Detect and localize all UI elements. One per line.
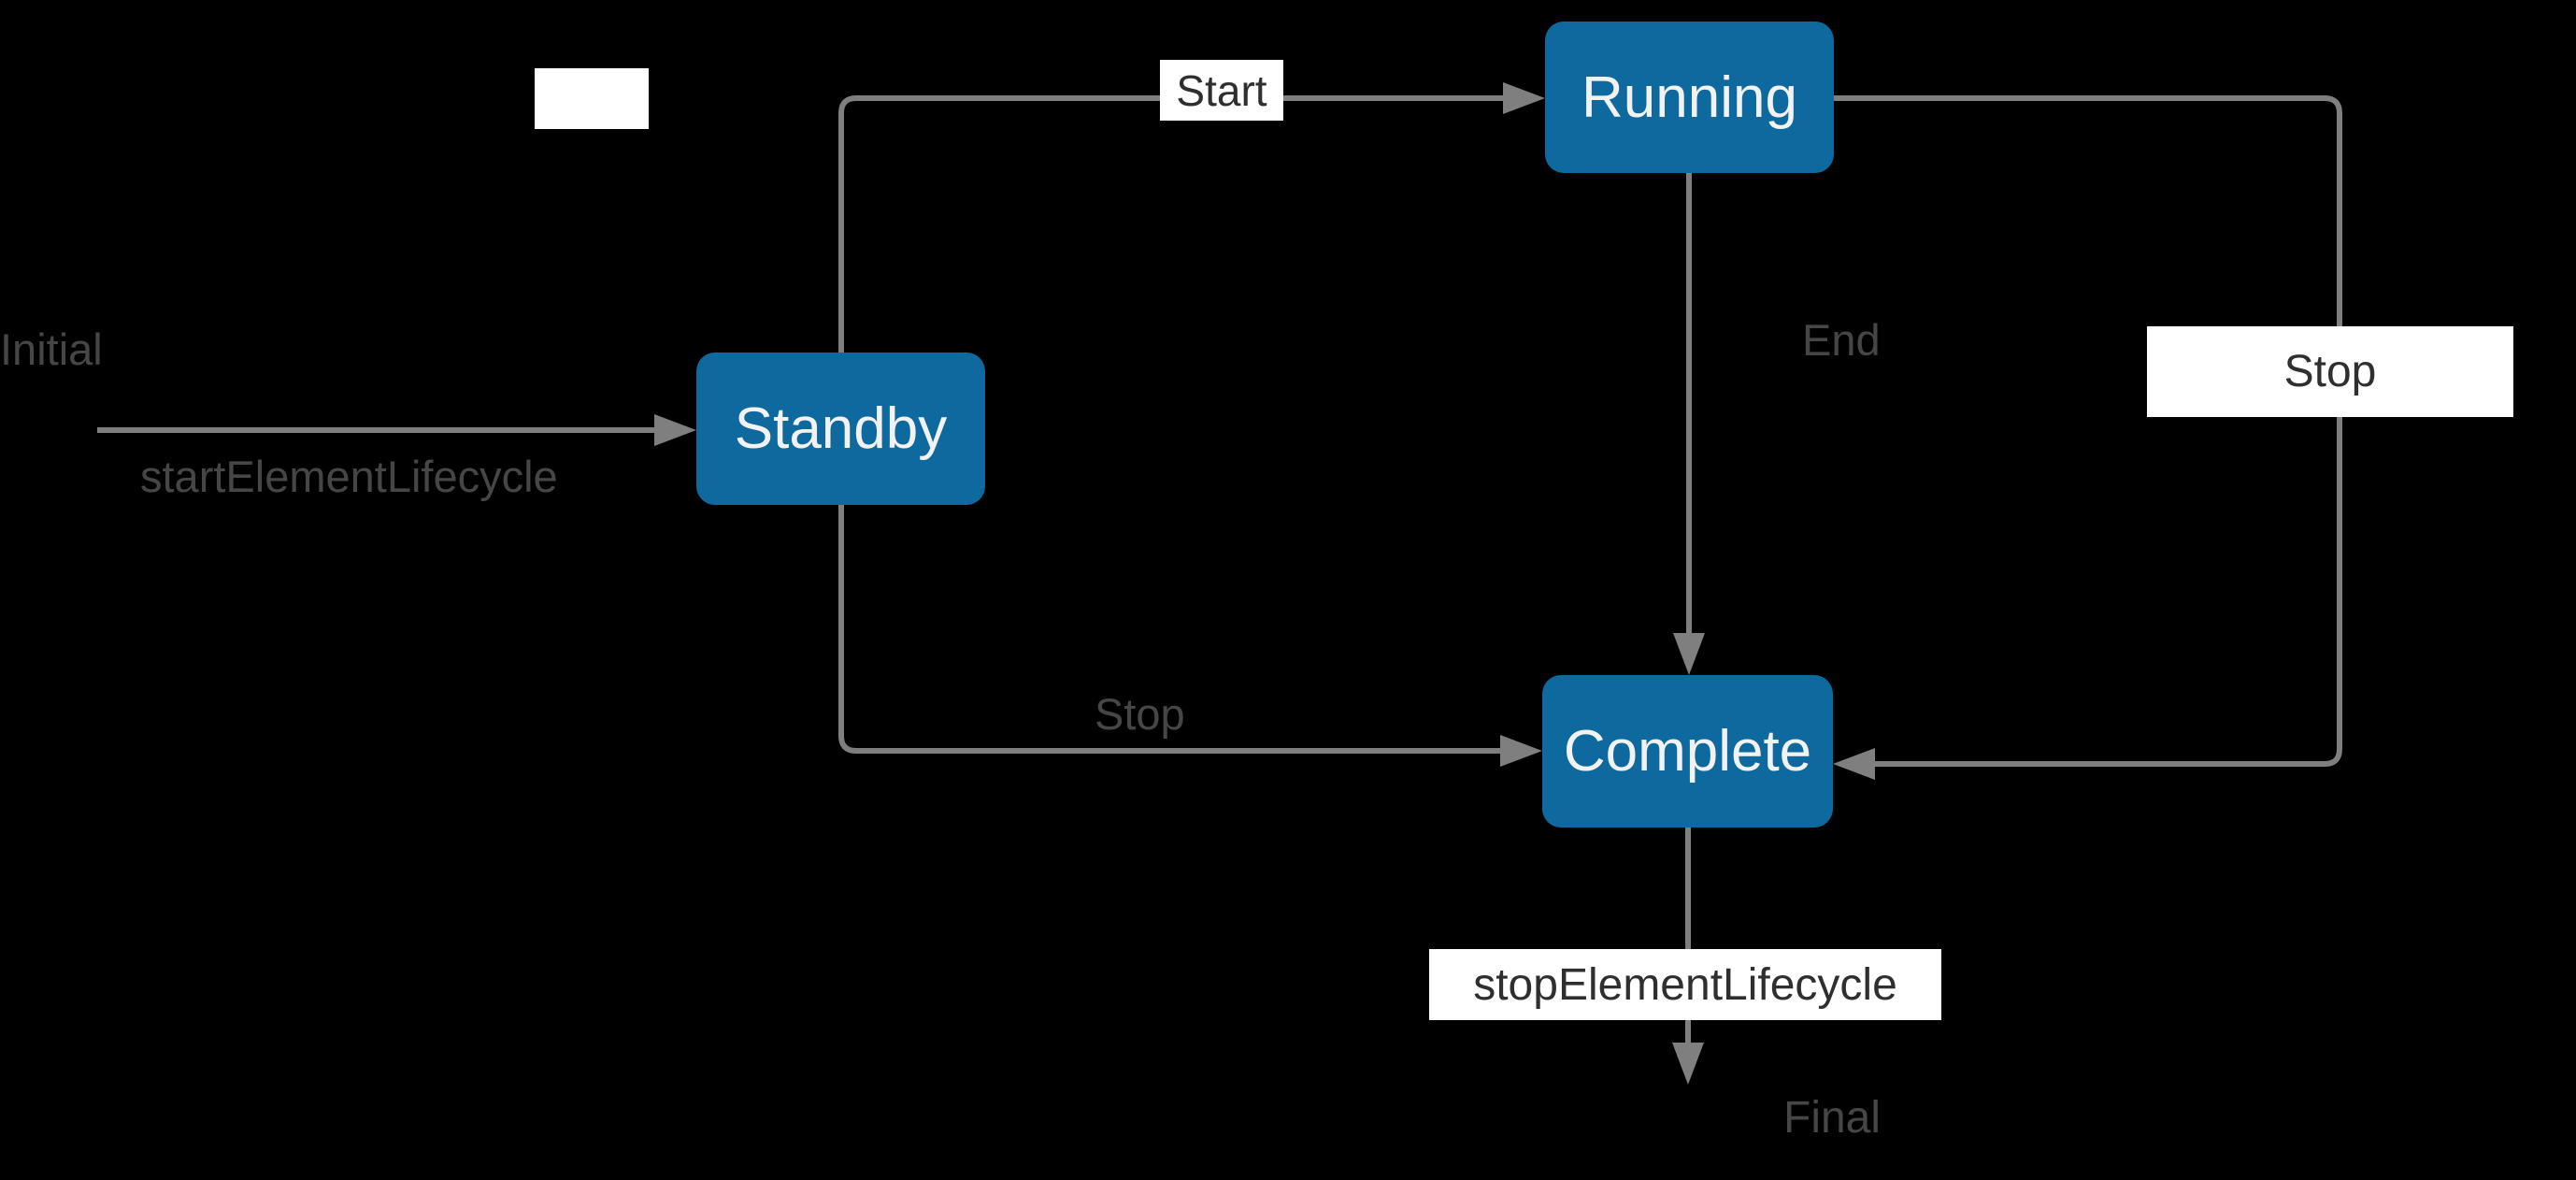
node-standby: Standby <box>696 353 985 505</box>
arrowhead-complete-final <box>1672 1043 1704 1085</box>
label-stop-plain: Stop <box>1095 689 1185 739</box>
edge-standby-complete <box>838 503 1500 754</box>
edge-running-complete-stop <box>1834 95 2342 767</box>
arrowhead-initial-standby <box>654 414 696 446</box>
label-final: Final <box>1783 1093 1882 1143</box>
label-start-element-lifecycle: startElementLifecycle <box>140 452 558 501</box>
node-complete: Complete <box>1542 675 1833 827</box>
node-running: Running <box>1545 22 1834 173</box>
arrowhead-running-complete-stop <box>1833 748 1875 780</box>
arrowhead-standby-running <box>1503 82 1545 114</box>
label-end: End <box>1802 315 1881 365</box>
arrowhead-standby-complete <box>1500 735 1542 767</box>
arrowhead-running-complete-end <box>1673 633 1705 675</box>
label-initial: Initial <box>0 324 103 374</box>
edge-standby-running <box>838 95 1505 355</box>
empty-label-box <box>535 68 649 129</box>
label-stop-boxed: Stop <box>2147 326 2513 417</box>
label-start: Start <box>1160 60 1283 121</box>
label-stop-element-lifecycle: stopElementLifecycle <box>1429 949 1941 1020</box>
